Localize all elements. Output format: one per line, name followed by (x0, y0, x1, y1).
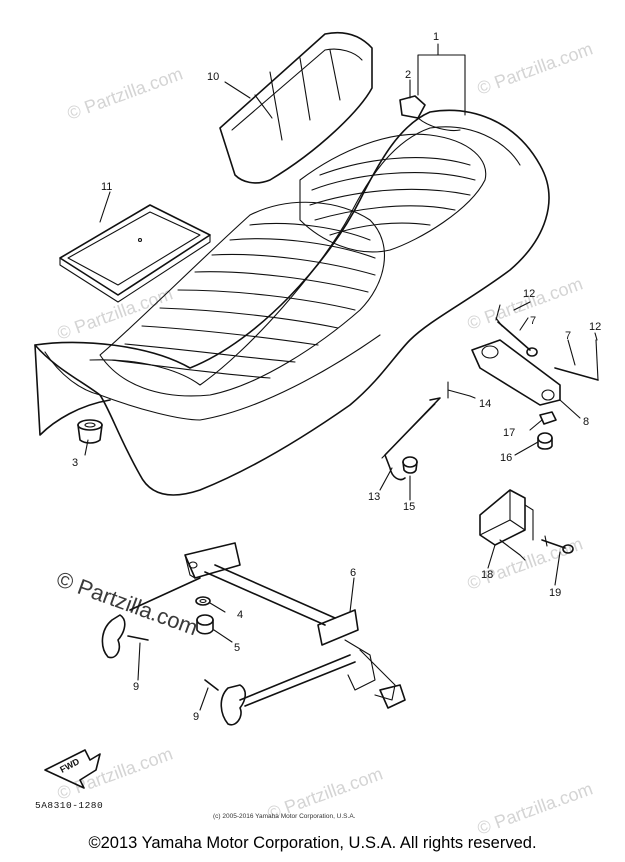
seat-lock-18 (479, 489, 534, 561)
diagram-code: 5A8310-1280 (35, 800, 103, 811)
callout-13: 13 (368, 491, 380, 503)
callout-11: 11 (101, 181, 112, 193)
callout-5: 5 (234, 642, 240, 654)
callout-9a: 9 (133, 681, 139, 693)
watermark: © Partzilla.com (55, 743, 176, 803)
seat-lock-rod-13 (381, 397, 441, 481)
callout-14: 14 (479, 398, 491, 410)
footer-copyright: ©2013 Yamaha Motor Corporation, U.S.A. A… (88, 834, 537, 852)
callout-16: 16 (500, 452, 512, 464)
callouts: 1 2 10 11 3 12 7 7 12 8 14 17 16 13 15 1… (72, 31, 601, 723)
leader-lines (84, 43, 598, 711)
damper-3 (77, 419, 103, 444)
callout-18: 18 (481, 569, 493, 581)
callout-12b: 12 (589, 321, 601, 333)
callout-7b: 7 (565, 330, 571, 342)
seat-assembly (34, 95, 550, 496)
callout-4: 4 (237, 609, 243, 621)
grommet-15 (402, 456, 418, 474)
front-pad-ribs (111, 222, 376, 379)
callout-8: 8 (583, 416, 589, 428)
callout-7a: 7 (530, 315, 536, 327)
watermark: © Partzilla.com (65, 63, 186, 123)
hinge-assembly (101, 542, 406, 726)
storage-lid-11 (59, 204, 211, 303)
forward-label: FWD (58, 756, 81, 775)
watermark-main: © Partzilla.com (53, 566, 201, 640)
callout-12a: 12 (523, 288, 535, 300)
callout-9b: 9 (193, 711, 199, 723)
callout-17: 17 (503, 427, 515, 439)
watermark: © Partzilla.com (475, 38, 596, 98)
callout-15: 15 (403, 501, 415, 513)
bolt-19 (541, 535, 574, 554)
callout-3: 3 (72, 457, 78, 469)
watermark: © Partzilla.com (475, 778, 596, 838)
inner-copyright: (c) 2005-2016 Yamaha Motor Corporation, … (213, 813, 356, 820)
callout-1: 1 (433, 31, 439, 43)
callout-2: 2 (405, 69, 411, 81)
storage-tray-10 (219, 31, 373, 184)
callout-6: 6 (350, 567, 356, 579)
callout-10: 10 (207, 71, 219, 83)
watermark: © Partzilla.com (465, 533, 586, 593)
seat-hook (399, 95, 426, 119)
watermark: © Partzilla.com (465, 273, 586, 333)
callout-19: 19 (549, 587, 561, 599)
rear-pad-ribs (309, 157, 476, 236)
